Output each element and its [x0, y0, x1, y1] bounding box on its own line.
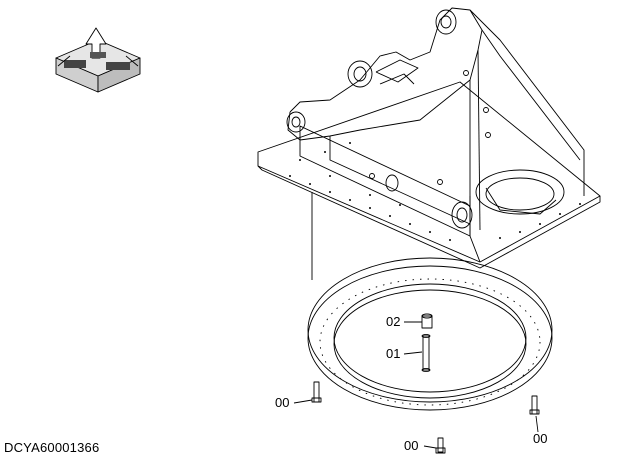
mount-bolt-bottom	[435, 437, 446, 454]
callout-00-left: 00	[275, 395, 290, 410]
front-right-orientation-icon	[55, 27, 141, 93]
swing-bearing-ring-icon	[307, 257, 553, 411]
bolt-icon	[421, 333, 431, 373]
mount-bolt-left	[311, 381, 322, 403]
callout-02: 02	[386, 314, 401, 329]
mount-bolt-right	[529, 395, 540, 415]
document-code: DCYA60001366	[4, 440, 100, 455]
bushing-icon	[421, 313, 433, 329]
callout-01: 01	[386, 346, 401, 361]
callout-00-bottom: 00	[404, 438, 419, 453]
leader-lines	[293, 321, 539, 449]
upper-frame-icon	[257, 7, 601, 280]
callout-00-right: 00	[533, 431, 548, 446]
